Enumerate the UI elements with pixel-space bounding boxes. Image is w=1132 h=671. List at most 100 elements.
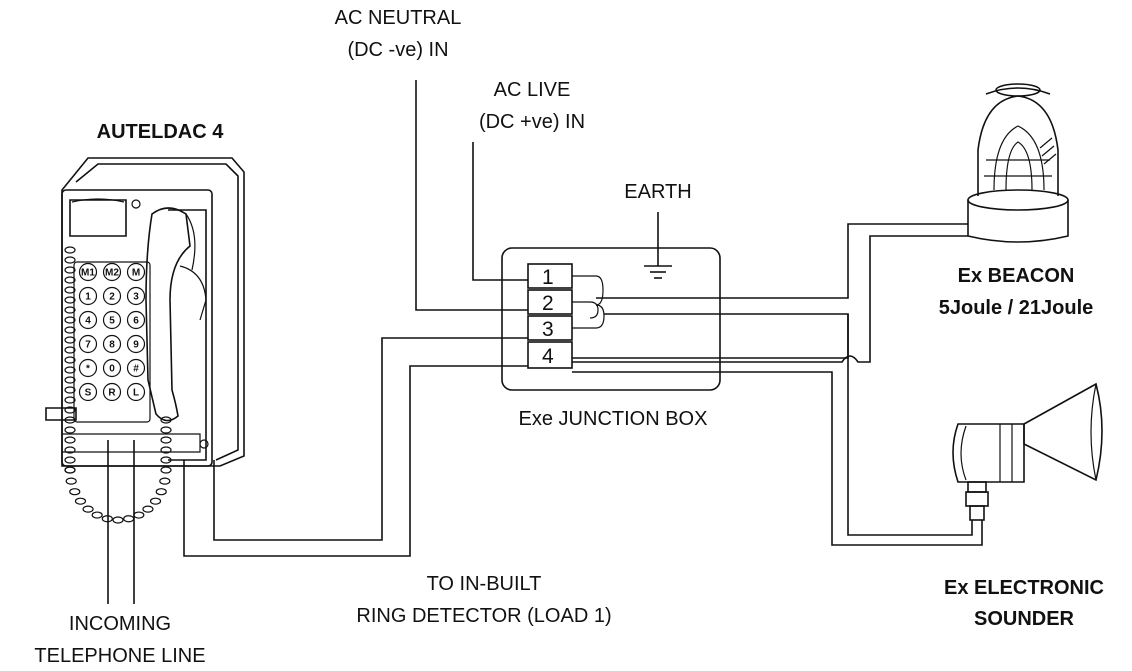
earth-label: EARTH (624, 181, 691, 203)
keypad-key-1-2 (126, 286, 146, 306)
sounder-wire (572, 371, 983, 546)
keypad-key-2-2 (126, 310, 146, 330)
cord-coil (64, 356, 76, 364)
sounder-wire-2 (847, 314, 973, 536)
keypad-key-3-2 (126, 334, 146, 354)
keypad-key-label: R (108, 388, 116, 399)
keypad-key-label: # (133, 364, 139, 375)
cord-coil (64, 406, 76, 414)
keypad-key-0-2 (126, 262, 146, 282)
cord-coil (149, 497, 162, 505)
cord-coil (64, 306, 76, 314)
cord-coil (64, 256, 76, 264)
keypad-key-label: M2 (105, 268, 119, 279)
cord-coil (155, 488, 167, 496)
terminal-1-label: 1 (542, 266, 554, 289)
handset (145, 207, 191, 422)
cord-coil (64, 436, 76, 444)
keypad-key-label: 1 (85, 292, 91, 303)
keypad-key-label: 9 (133, 340, 139, 351)
junction-box (501, 247, 721, 391)
keypad-key-0-0 (78, 262, 98, 282)
cord-coil (123, 515, 135, 523)
keypad-key-label: 0 (109, 364, 115, 375)
beacon (967, 83, 1069, 243)
display-window (69, 199, 127, 237)
cord-coil (64, 316, 76, 324)
keypad-key-label: S (85, 388, 92, 399)
ac-live-wire (472, 142, 528, 281)
ring-detector-label-2: RING DETECTOR (LOAD 1) (356, 605, 611, 627)
cord-coil (64, 326, 76, 334)
cord-coil (64, 416, 76, 424)
keypad-key-5-2 (126, 382, 146, 402)
telephone-front-panel (61, 189, 213, 467)
beacon-return-wire (572, 313, 849, 359)
keypad-key-0-1 (102, 262, 122, 282)
keypad-key-label: M (132, 268, 140, 279)
cord-coil (74, 497, 87, 505)
keypad-key-label: 2 (109, 292, 115, 303)
ac-neutral-label-1: AC NEUTRAL (335, 7, 462, 29)
earth-symbol (644, 212, 672, 279)
keypad-key-4-0 (78, 358, 98, 378)
keypad-key-5-0 (78, 382, 98, 402)
cord-coil (64, 366, 76, 374)
cord-coil (160, 416, 172, 424)
cord-coil (64, 336, 76, 344)
ring-wire-1 (213, 337, 528, 541)
cord-coil (160, 456, 172, 464)
ring-detector-label-1: TO IN-BUILT (427, 573, 542, 595)
keypad-key-label: 4 (85, 316, 91, 327)
cord-coil (64, 456, 76, 464)
screw (131, 199, 141, 209)
electronic-sounder (952, 382, 1103, 521)
cord-coil (160, 446, 172, 454)
ac-live-label-2: (DC +ve) IN (479, 111, 585, 133)
beacon-wire-1 (596, 223, 968, 299)
cord-coil (112, 516, 124, 524)
keypad-key-4-1 (102, 358, 122, 378)
keypad-key-label: 3 (133, 292, 139, 303)
cord-coil (142, 505, 154, 513)
cord-coil (160, 466, 172, 474)
beacon-wire-2 (572, 235, 968, 363)
cord-coil (64, 286, 76, 294)
beacon-label-2: 5Joule / 21Joule (939, 297, 1094, 319)
cord-coil (64, 266, 76, 274)
keypad-key-2-1 (102, 310, 122, 330)
incoming-line-label-2: TELEPHONE LINE (34, 645, 205, 667)
keypad-key-5-1 (102, 382, 122, 402)
keypad-key-1-0 (78, 286, 98, 306)
terminal-4-box (527, 341, 573, 369)
cord-coil (64, 396, 76, 404)
keypad-key-label: 5 (109, 316, 115, 327)
telephone-title: AUTELDAC 4 (97, 121, 225, 143)
keypad-key-3-1 (102, 334, 122, 354)
cord-coil (64, 346, 76, 354)
terminal-strip: 1 2 3 4 (527, 263, 573, 369)
cord-coil (64, 466, 76, 474)
keypad-key-4-2 (126, 358, 146, 378)
keypad-key-label: 7 (85, 340, 91, 351)
keypad-key-label: L (133, 388, 139, 399)
cord-coil (133, 511, 145, 519)
terminal-3-label: 3 (542, 318, 554, 341)
ac-live-label-1: AC LIVE (494, 79, 571, 101)
keypad-key-label: M1 (81, 268, 95, 279)
coiled-cord (64, 246, 172, 524)
keypad-key-label: 6 (133, 316, 139, 327)
ac-neutral-label-2: (DC -ve) IN (347, 39, 448, 61)
cord-coil (64, 426, 76, 434)
terminal-4-label: 4 (542, 345, 554, 368)
cord-coil (64, 446, 76, 454)
cord-coil (91, 511, 103, 519)
cord-coil (160, 426, 172, 434)
ac-neutral-wire (415, 80, 528, 311)
cord-coil (64, 246, 76, 254)
keypad-key-3-0 (78, 334, 98, 354)
keypad-key-1-1 (102, 286, 122, 306)
jumper-link-3 (572, 304, 605, 329)
